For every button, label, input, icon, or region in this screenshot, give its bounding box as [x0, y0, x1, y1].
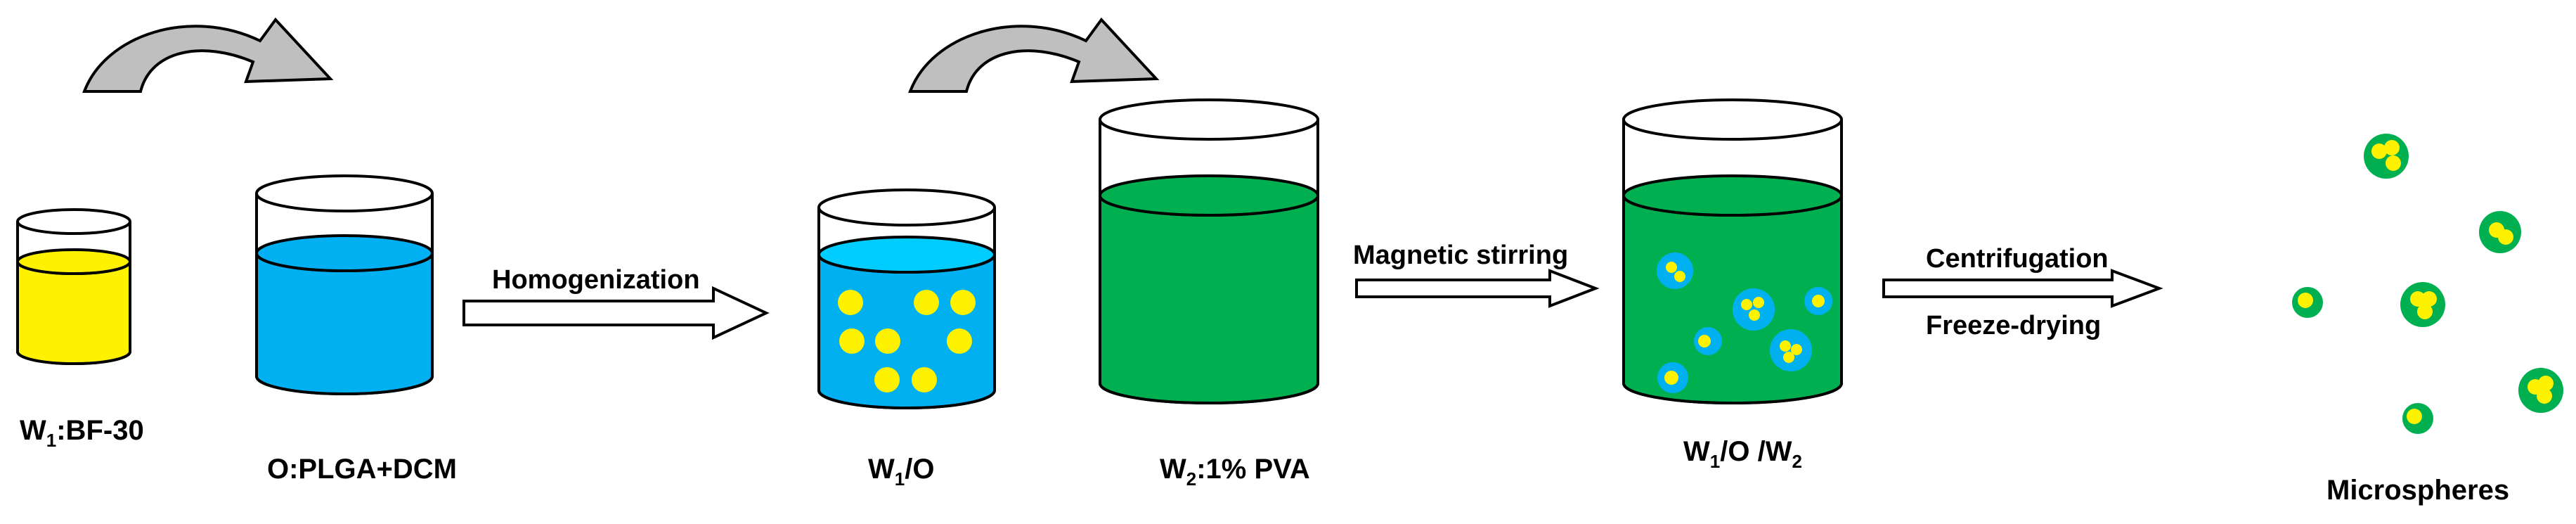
process-arrow-icon: [1355, 269, 1600, 308]
beaker-w1-o: [817, 188, 996, 409]
label-w2-pva: W2:1% PVA: [1160, 454, 1310, 490]
label-magnetic-stirring: Magnetic stirring: [1353, 241, 1568, 270]
beaker-w1-o-w2: [1622, 98, 1843, 404]
label-centrifugation: Centrifugation: [1926, 244, 2109, 274]
beaker-w1-bf30: [16, 208, 131, 365]
process-arrow-icon: [462, 286, 770, 340]
beaker-w2-pva: [1099, 98, 1319, 404]
beaker-o-plga-dcm: [255, 174, 434, 395]
curved-transfer-arrow-icon: [82, 17, 334, 93]
yellow-droplets: [838, 290, 976, 392]
microspheres: [2292, 134, 2563, 434]
label-o-plga-dcm: O:PLGA+DCM: [267, 454, 457, 485]
process-arrow-icon: [1882, 269, 2163, 308]
label-w1-o: W1/O: [868, 454, 934, 490]
double-emulsion-droplets: [1657, 253, 1832, 393]
curved-transfer-arrow-icon: [908, 17, 1160, 93]
label-homogenization: Homogenization: [492, 265, 700, 295]
label-microspheres: Microspheres: [2326, 475, 2509, 506]
label-w1-o-w2: W1/O /W2: [1683, 436, 1802, 472]
label-w1-bf30: W1:BF-30: [20, 415, 144, 451]
label-freeze-drying: Freeze-drying: [1926, 311, 2101, 340]
